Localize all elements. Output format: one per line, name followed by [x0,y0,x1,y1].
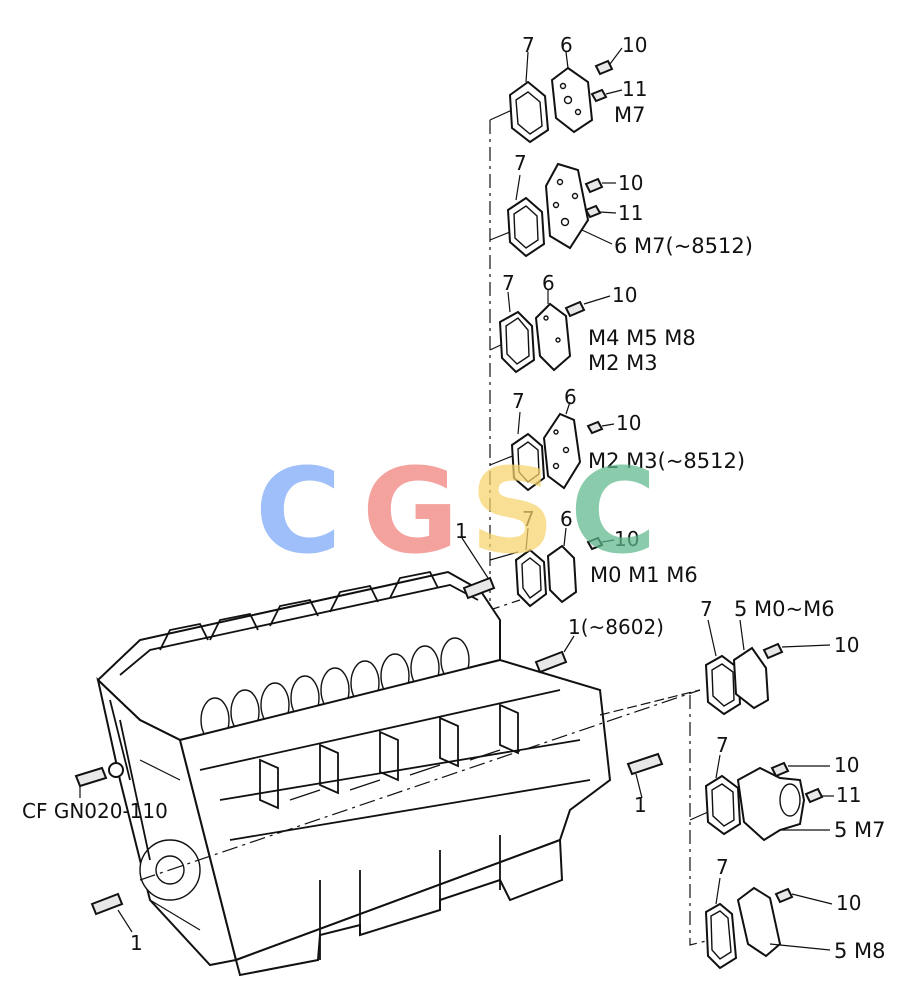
callout-bolt: 10 [834,753,859,777]
callout-gasket: 7 [512,389,525,413]
engine-block [96,570,612,977]
plug-part [584,204,602,219]
stud-bolts: 1 1(~8602) 1 1 CF GN020-110 [22,519,701,955]
cover-group-m2-m3-8512: 7 6 10 M2 M3(~8512) [510,385,745,492]
cover-model-label: 6 M7(~8512) [614,234,753,258]
cover-group-m4-m5-m8: 7 6 10 M4 M5 M8 M2 M3 [498,271,696,375]
callout-gasket: 7 [522,507,535,531]
right-group-bracket [689,695,711,946]
callout-cover: 6 [560,33,573,57]
cover-plate-part [736,886,782,958]
cover-model-label: 5 M0~M6 [734,597,835,621]
bolt-part [774,887,794,904]
callout-stud: 1 [130,931,143,955]
cf-plug: CF GN020-110 [22,762,168,823]
stud-bolt-8602: 1(~8602) [534,615,664,674]
cover-plate-part [534,302,572,372]
bolt-part [586,536,604,551]
cover-group-m7-8512: 7 10 11 6 M7(~8512) [506,151,753,258]
callout-cf-part-number: CF GN020-110 [22,799,168,823]
side-cover-group-m8: 7 10 5 M8 [704,855,886,970]
side-cover-group-m7: 7 10 11 5 M7 [704,733,886,842]
model-label: M2 M3(~8512) [588,449,745,473]
callout-stud: 1 [455,519,468,543]
bolt-part [762,642,784,660]
callout-bolt: 10 [614,527,639,551]
cover-plate-part [732,646,770,710]
callout-cover: 6 [564,385,577,409]
bolt-part [586,420,604,435]
callout-bolt: 10 [618,171,643,195]
callout-cover: 6 [560,507,573,531]
callout-gasket: 7 [700,597,713,621]
watermark-letter-s: S [470,442,555,580]
watermark-letter-g: G [362,442,459,580]
callout-gasket: 7 [522,33,535,57]
plug-part [804,787,824,804]
cover-group-m0-m1-m6: 7 6 10 M0 M1 M6 [514,507,698,608]
callout-bolt: 10 [616,411,641,435]
callout-stud: 1 [634,793,647,817]
cover-group-m7: 7 6 10 11 M7 [508,33,647,144]
stud-bolt-bottom: 1 [90,892,143,955]
callout-gasket: 7 [514,151,527,175]
bolt-part [594,59,614,76]
callout-cover: 6 [542,271,555,295]
callout-bolt: 10 [612,283,637,307]
callout-bolt: 10 [622,33,647,57]
cover-model-label: 5 M7 [834,818,886,842]
cover-plate-part [544,162,590,250]
callout-gasket: 7 [502,271,515,295]
cover-model-label: 5 M8 [834,939,886,963]
callout-gasket: 7 [716,855,729,879]
cgsc-watermark: C G S C [255,442,657,580]
callout-gasket: 7 [716,733,729,757]
model-label: M7 [614,103,645,127]
callout-plug: 11 [836,783,861,807]
callout-bolt: 10 [834,633,859,657]
model-label: M0 M1 M6 [590,563,698,587]
callout-plug: 11 [622,77,647,101]
bolt-part [584,177,604,194]
side-cover-group-m0-m6: 7 5 M0~M6 10 [700,597,859,716]
callout-stud-8602: 1(~8602) [568,615,664,639]
watermark-letter-c1: C [255,442,342,580]
bolt-part [770,761,790,778]
cover-plate-part [546,544,578,604]
cover-plate-part [542,412,582,490]
model-label-line2: M2 M3 [588,351,658,375]
stud-bolt-right: 1 [626,752,664,817]
callout-plug: 11 [618,201,643,225]
callout-bolt: 10 [836,891,861,915]
watermark-letter-c2: C [570,442,657,580]
plug-part [590,88,608,103]
stud-bolt-top: 1 [455,519,496,600]
bolt-part [564,300,586,318]
model-label-line1: M4 M5 M8 [588,326,696,350]
